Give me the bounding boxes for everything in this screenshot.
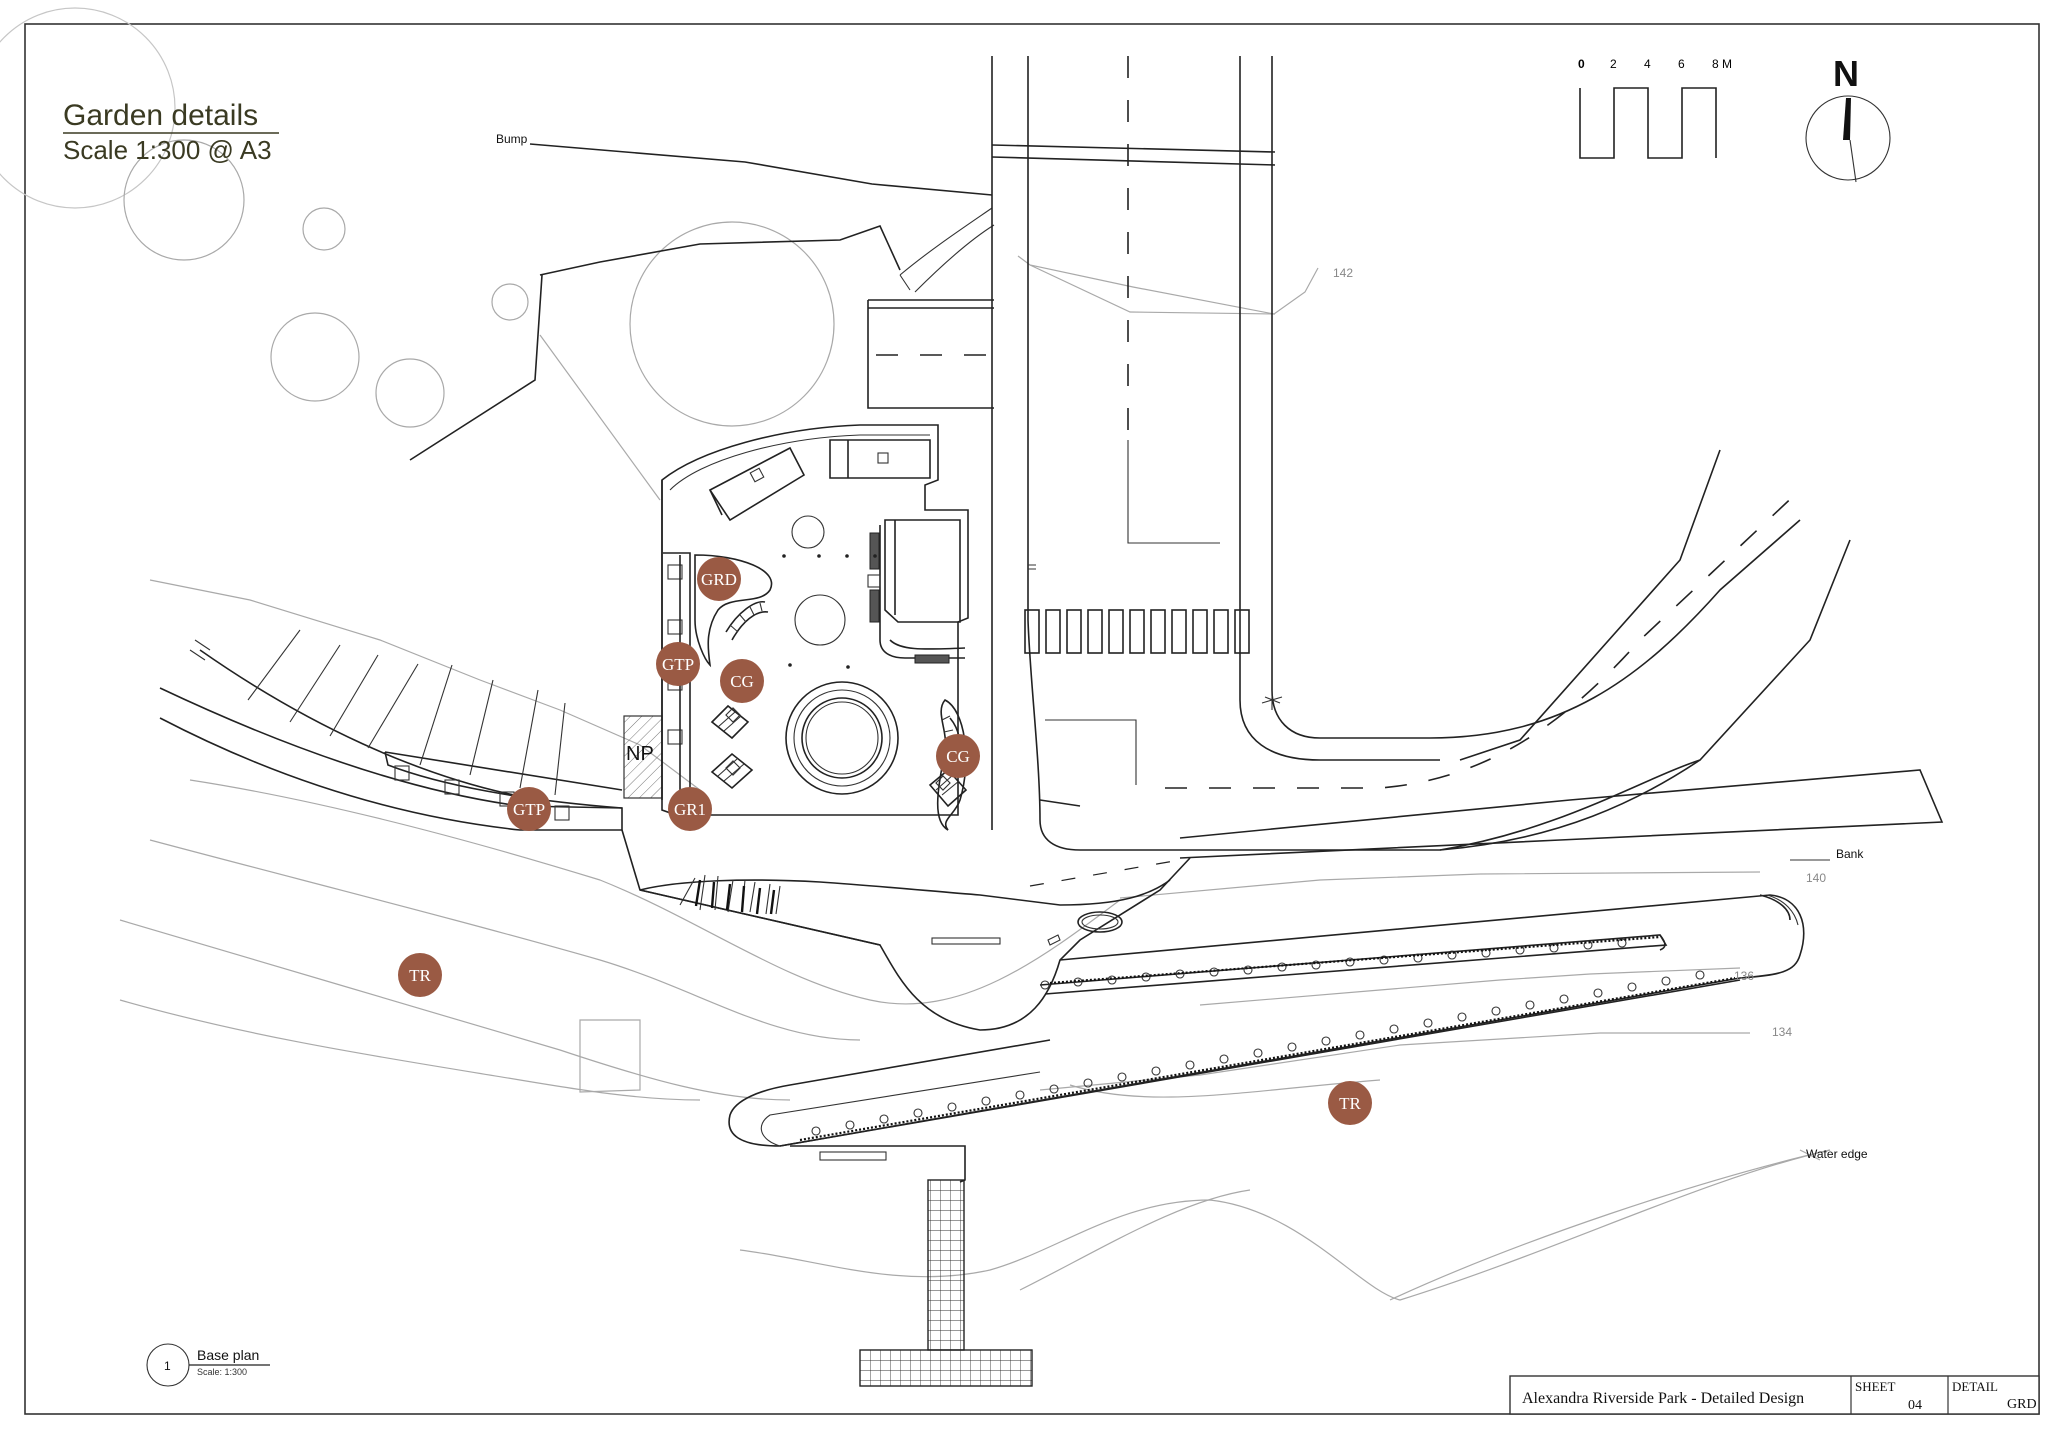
bench [928, 768, 968, 808]
contour-label-134: 134 [1772, 1025, 1792, 1039]
contour-label-136: 136 [1734, 969, 1754, 983]
tag-cg-right[interactable]: CG [936, 734, 980, 778]
contour-142 [1017, 255, 1319, 315]
tag-gtp-lower-label: GTP [513, 800, 545, 819]
tag-grd[interactable]: GRD [697, 557, 741, 601]
np-zone: NP [623, 715, 663, 799]
scale-bar: 0 2 4 6 8 M [1578, 57, 1732, 159]
title-block: Alexandra Riverside Park - Detailed Desi… [1509, 1375, 2040, 1415]
annotations: Bump Bank Water edge 142 140 136 134 [496, 132, 1868, 1161]
tag-cg-left-label: CG [730, 672, 754, 691]
scale-tick-8m: 8 M [1712, 57, 1732, 71]
tag-gr1-label: GR1 [674, 800, 706, 819]
sheet-label: SHEET [1855, 1379, 1896, 1394]
scale-tick-4: 4 [1644, 57, 1651, 71]
tag-gr1[interactable]: GR1 [668, 787, 712, 831]
boardwalk-ramps [728, 894, 1805, 1183]
sheet-number: 04 [1908, 1398, 1922, 1413]
jetty [859, 1179, 1033, 1387]
detail-code: GRD [2007, 1397, 2037, 1412]
contour-134 [1039, 1032, 1750, 1091]
pedestrian-crossing [1024, 609, 1250, 654]
title-scale: Scale 1:300 @ A3 [63, 135, 272, 165]
tag-cg-right-label: CG [946, 747, 970, 766]
bike-racks [694, 879, 776, 915]
tag-cg-left[interactable]: CG [720, 659, 764, 703]
tree-canopy [302, 207, 346, 251]
project-title: Alexandra Riverside Park - Detailed Desi… [1522, 1390, 1804, 1407]
promenade [621, 829, 1191, 1031]
garden-plaza [661, 424, 1036, 831]
tree-canopy [491, 283, 529, 321]
view-number: 1 [164, 1359, 171, 1373]
water-edge-label: Water edge [1806, 1147, 1868, 1161]
tree-canopy [375, 358, 445, 428]
view-callout: 1 Base plan Scale: 1:300 [146, 1343, 270, 1387]
bench [710, 752, 754, 790]
sheet-border [24, 23, 2040, 1415]
scale-tick-2: 2 [1610, 57, 1617, 71]
title-heading: Garden details [63, 99, 258, 132]
contour-136 [1199, 967, 1741, 1006]
tag-tr-right-label: TR [1339, 1094, 1361, 1113]
tag-tr-left[interactable]: TR [398, 953, 442, 997]
view-scale: Scale: 1:300 [197, 1367, 247, 1377]
bench [710, 704, 750, 740]
north-arrow: N [1805, 53, 1891, 183]
tag-tr-right[interactable]: TR [1328, 1081, 1372, 1125]
tree-canopy [0, 7, 176, 209]
existing-trees [0, 7, 835, 428]
contour-140 [1119, 871, 1761, 899]
np-label: NP [626, 743, 654, 765]
detail-label: DETAIL [1952, 1379, 1998, 1394]
tag-gtp-upper[interactable]: GTP [656, 642, 700, 686]
bump-label: Bump [496, 132, 528, 146]
parking-area [159, 629, 623, 831]
parked-vehicle [708, 446, 806, 522]
round-planter [785, 681, 899, 795]
drawing-title: Garden details Scale 1:300 @ A3 [63, 99, 279, 165]
tag-gtp-lower[interactable]: GTP [507, 787, 551, 831]
tree-canopy [123, 139, 245, 261]
north-arrow-needle [1843, 98, 1851, 140]
tree-canopy [270, 312, 360, 402]
north-arrow-circle [1805, 95, 1891, 181]
tag-gtp-upper-label: GTP [662, 655, 694, 674]
bank-label: Bank [1836, 847, 1864, 861]
view-title: Base plan [197, 1347, 259, 1363]
upper-paths [409, 143, 995, 501]
existing-structure [579, 1019, 641, 1093]
parked-vehicle [829, 439, 931, 479]
north-label: N [1833, 53, 1859, 94]
contour-label-140: 140 [1806, 871, 1826, 885]
bollard-planter [1077, 911, 1123, 933]
tag-tr-left-label: TR [409, 966, 431, 985]
contour-label-142: 142 [1333, 266, 1353, 280]
tree-canopy [629, 221, 835, 427]
scale-tick-0: 0 [1578, 57, 1585, 71]
scale-tick-6: 6 [1678, 57, 1685, 71]
terrain-contours [119, 255, 1831, 1301]
main-road [867, 56, 1944, 887]
tag-grd-label: GRD [701, 570, 737, 589]
